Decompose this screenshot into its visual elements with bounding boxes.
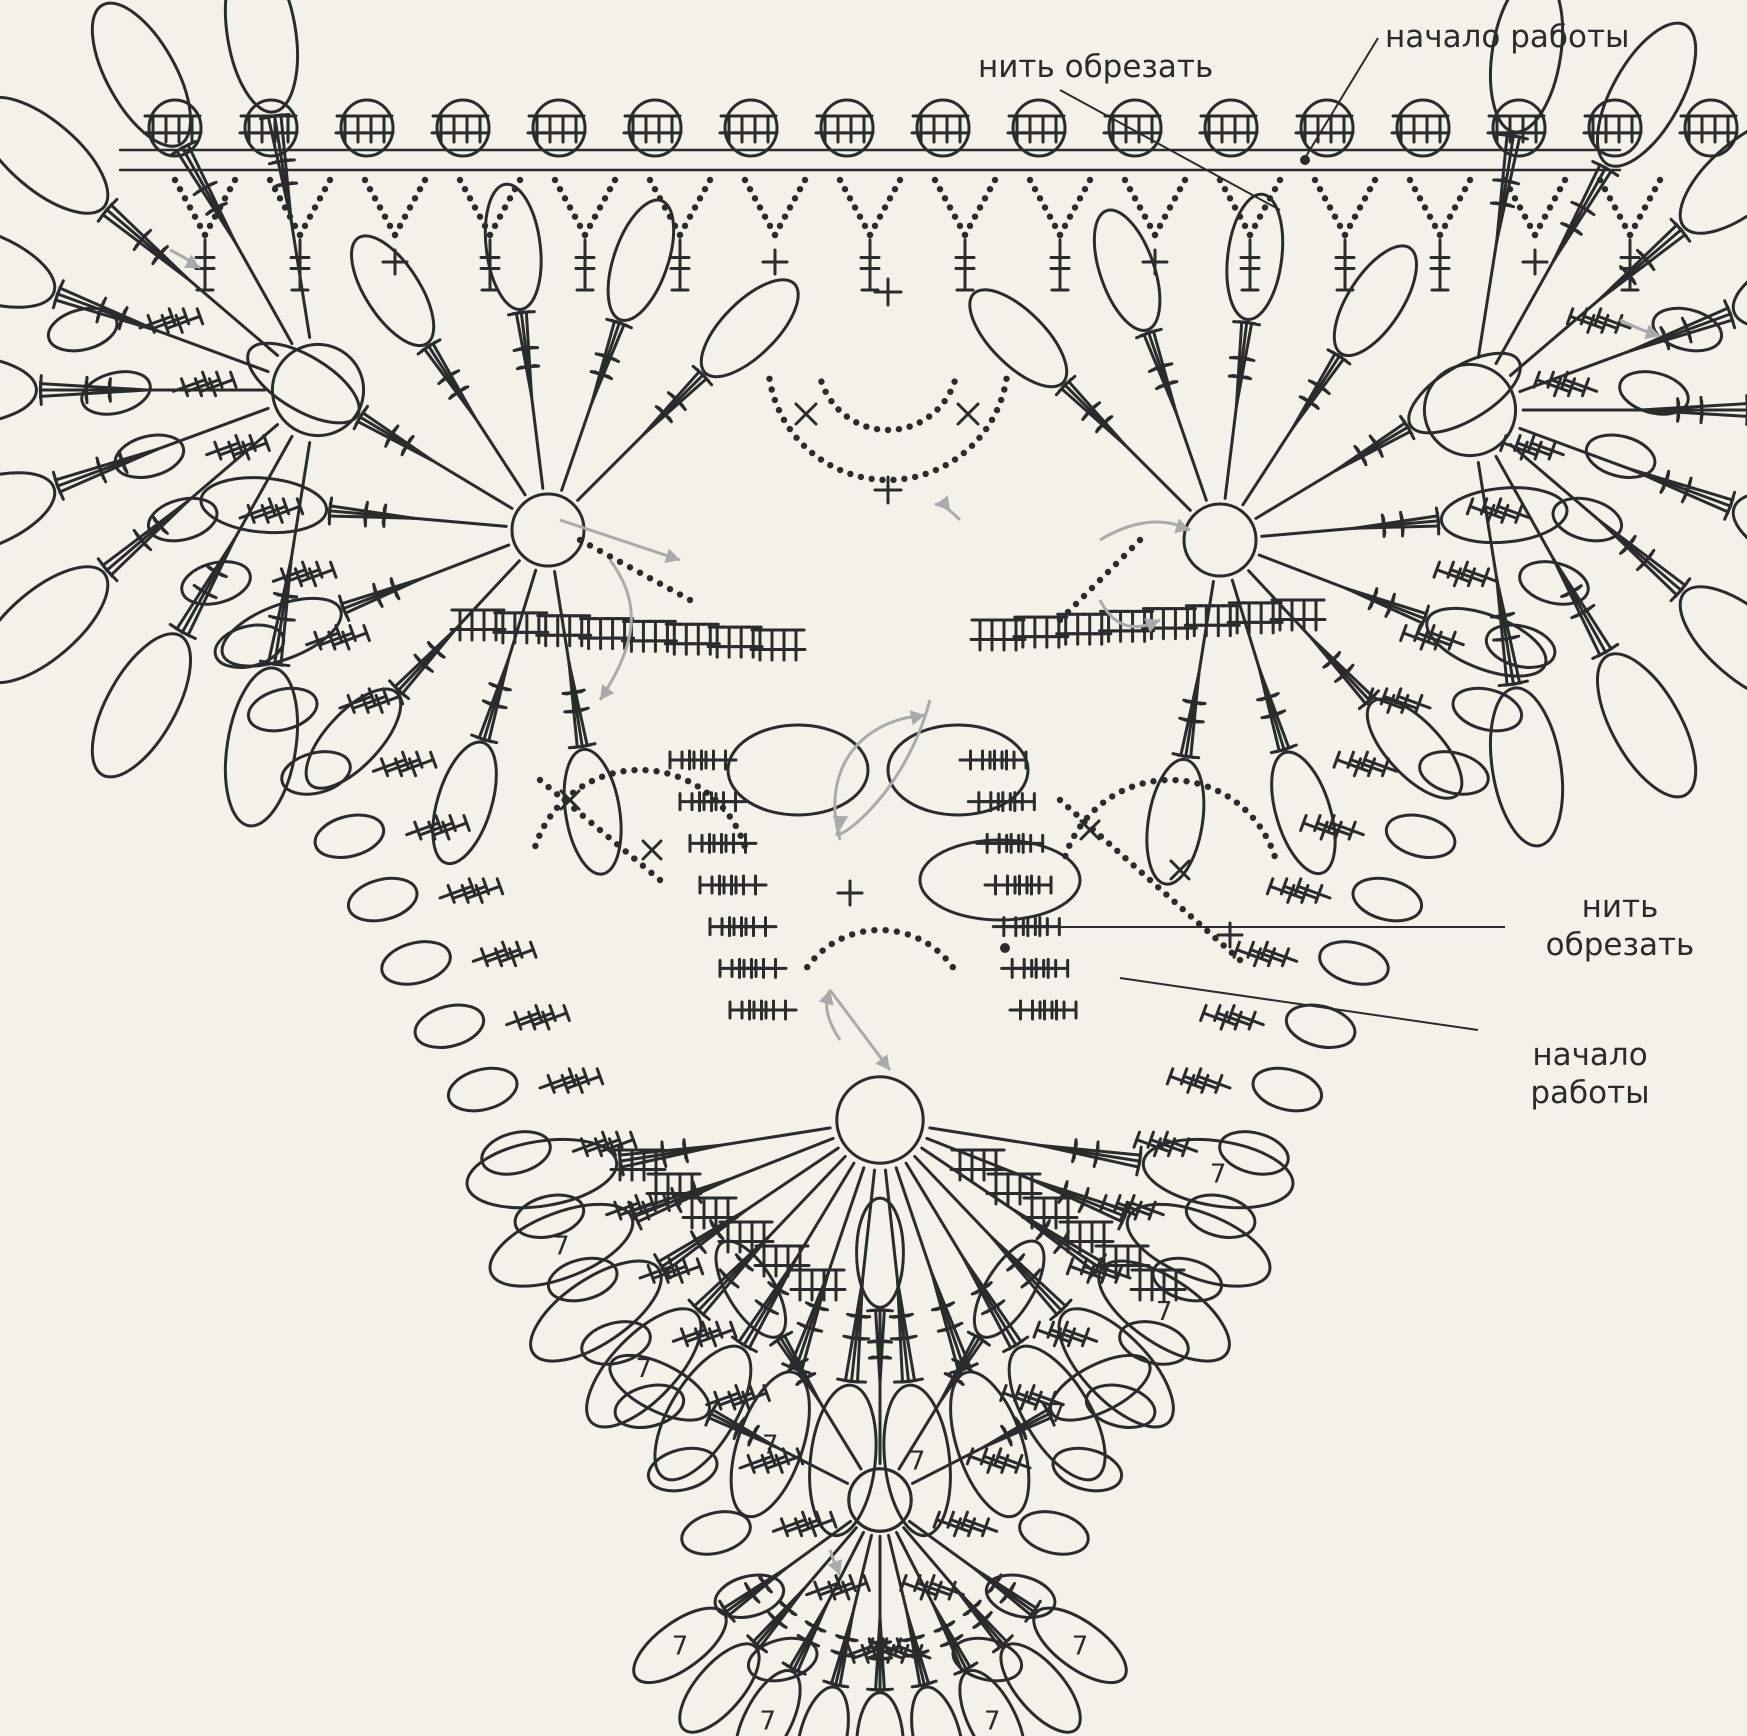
label-cut-right: нить обрезать: [1520, 888, 1720, 964]
svg-text:7: 7: [1072, 1631, 1089, 1661]
svg-text:7: 7: [984, 1706, 1001, 1736]
label-start-right-line1: начало: [1490, 1036, 1690, 1074]
svg-text:7: 7: [1210, 1160, 1227, 1190]
svg-text:7: 7: [759, 1706, 776, 1736]
label-start-right-line2: работы: [1490, 1074, 1690, 1112]
label-cut-right-line1: нить: [1520, 888, 1720, 926]
label-start-right: начало работы: [1490, 1036, 1690, 1112]
svg-text:7: 7: [672, 1631, 689, 1661]
label-start-top: начало работы: [1385, 18, 1630, 56]
label-cut-right-line2: обрезать: [1520, 926, 1720, 964]
label-leader-lines: [1000, 38, 1505, 1030]
label-cut-top: нить обрезать: [978, 48, 1213, 86]
